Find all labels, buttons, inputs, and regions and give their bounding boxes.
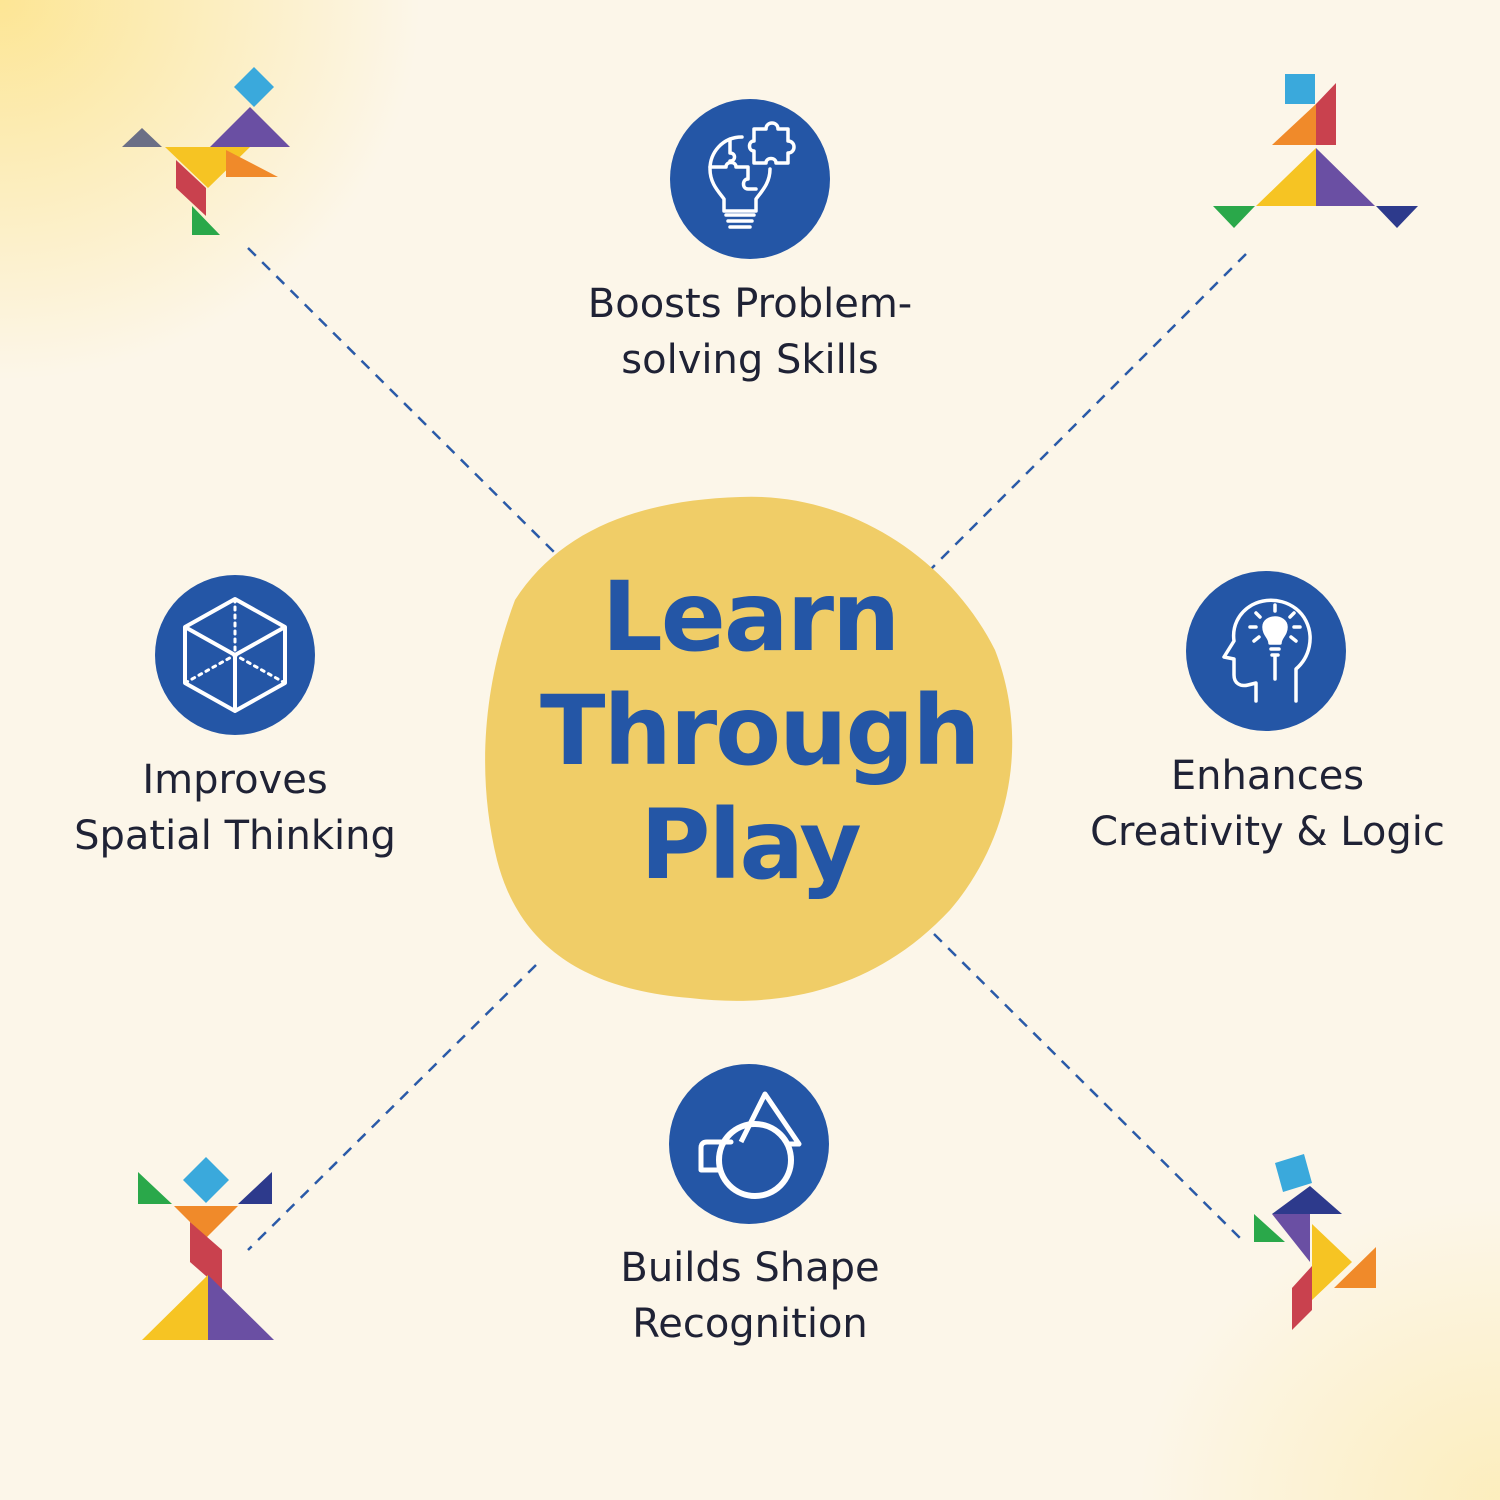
benefit-creativity-line-2: Creativity & Logic <box>1090 809 1445 855</box>
tangram-bird-icon <box>122 67 290 235</box>
benefit-problem-solving-icon-circle <box>670 99 830 259</box>
connector-top-left <box>247 247 561 559</box>
benefit-problem-solving-line-1: Boosts Problem- <box>587 281 913 327</box>
tangram-figure-icon <box>1254 1154 1376 1330</box>
tangram-runner-icon <box>1213 74 1418 228</box>
center-title: Learn Through Play <box>540 560 981 902</box>
benefit-shape-line-2: Recognition <box>632 1301 868 1347</box>
benefit-spatial-icon-circle <box>155 575 315 735</box>
puzzle-lightbulb-icon <box>708 121 796 229</box>
shapes-icon <box>698 1091 802 1199</box>
head-lightbulb-icon <box>1222 598 1312 703</box>
connector-top-right <box>927 253 1247 573</box>
benefit-shape-label: Builds Shape Recognition <box>550 1240 950 1352</box>
center-title-line-3: Play <box>640 789 862 901</box>
center-title-line-2: Through <box>540 675 981 787</box>
center-title-line-1: Learn <box>601 561 901 673</box>
benefit-shape-line-1: Builds Shape <box>620 1245 880 1291</box>
benefit-spatial-line-2: Spatial Thinking <box>74 813 396 859</box>
connector-bottom-right <box>933 933 1247 1245</box>
benefit-problem-solving-label: Boosts Problem- solving Skills <box>550 276 950 388</box>
benefit-spatial-line-1: Improves <box>142 757 328 803</box>
benefit-creativity-icon-circle <box>1186 571 1346 731</box>
cube-icon <box>183 597 287 713</box>
benefit-problem-solving-line-2: solving Skills <box>621 337 879 383</box>
benefit-creativity-label: Enhances Creativity & Logic <box>1060 748 1475 860</box>
benefit-shape-icon-circle <box>669 1064 829 1224</box>
benefit-creativity-line-1: Enhances <box>1170 753 1365 799</box>
benefit-spatial-label: Improves Spatial Thinking <box>40 752 430 864</box>
connector-bottom-left <box>247 964 537 1251</box>
tangram-dancer-icon <box>138 1157 274 1340</box>
